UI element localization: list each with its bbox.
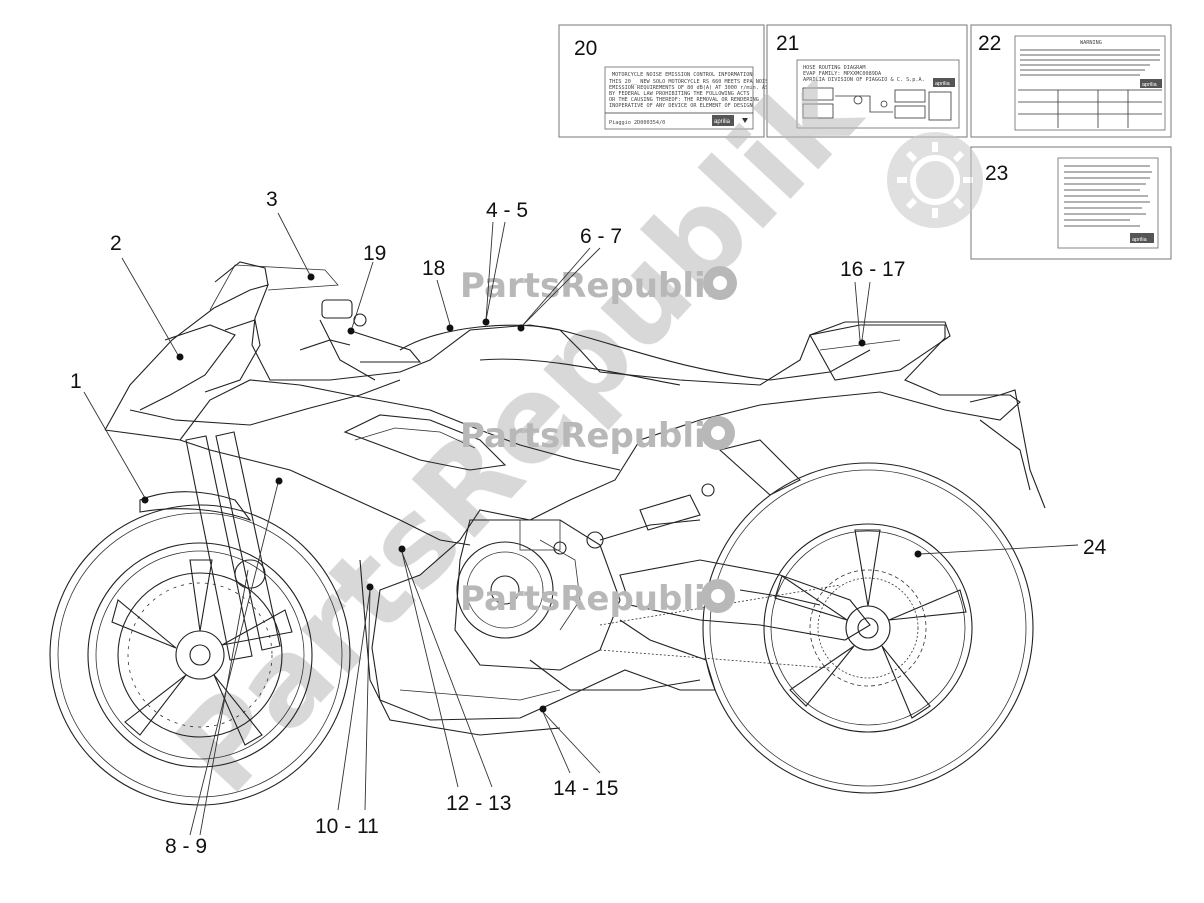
panel-number-21: 21 [776, 32, 799, 55]
callout-16-17[interactable]: 16 - 17 [840, 258, 905, 281]
watermark-logos: PartsRepublik PartsRepublik PartsRepubli… [460, 266, 737, 619]
motorcycle-drawing [49, 261, 1046, 806]
panel-20-line-4: BY FEDERAL LAW PROHIBITING THE FOLLOWING… [609, 91, 750, 97]
panel-20-line-2: THIS 20__ NEW SOLO MOTORCYCLE RS 660 MEE… [609, 79, 771, 85]
label-panel-20[interactable]: 20 MOTORCYCLE NOISE EMISSION CONTROL INF… [558, 24, 778, 138]
callout-19[interactable]: 19 [363, 242, 386, 265]
body-fairing [104, 261, 1046, 736]
rear-sprocket [817, 577, 919, 679]
panel-23-badge: aprilia [1132, 237, 1148, 243]
callout-14-15[interactable]: 14 - 15 [553, 777, 618, 800]
panel-20-badge: aprilia [714, 119, 731, 125]
watermark-text-1: PartsRepublik [460, 266, 730, 306]
panel-21-line-2: EVAP FAMILY: MPXXMC0089DA [803, 71, 882, 77]
watermark-logo-1: PartsRepublik [460, 266, 737, 306]
watermark-logo-2: PartsRepublik [460, 416, 735, 456]
watermark-text-3: PartsRepublik [460, 579, 730, 619]
swingarm [599, 439, 871, 641]
panel-number-20: 20 [574, 37, 597, 60]
callout-6-7[interactable]: 6 - 7 [580, 225, 622, 248]
panel-21-badge: aprilia [935, 81, 951, 87]
panel-21-line-1: HOSE ROUTING DIAGRAM [803, 65, 865, 71]
callout-12-13[interactable]: 12 - 13 [446, 792, 511, 815]
watermark-text-2: PartsRepublik [460, 416, 730, 456]
front-wheel [49, 504, 351, 806]
panel-20-line-6: INOPERATIVE OF ANY DEVICE OR ELEMENT OF … [609, 103, 753, 109]
callout-2[interactable]: 2 [110, 232, 122, 255]
engine [454, 519, 701, 691]
panel-20-line-3: EMISSION REQUIREMENTS OF 80 dB(A) AT 300… [609, 85, 778, 91]
watermark-logo-3: PartsRepublik [460, 579, 735, 619]
panel-22-badge: aprilia [1142, 82, 1158, 88]
label-panel-22[interactable]: 22 WARNING aprilia [970, 24, 1172, 138]
callout-10-11[interactable]: 10 - 11 [315, 815, 379, 838]
label-panel-23[interactable]: 23 aprilia [970, 146, 1172, 260]
rear-wheel [702, 462, 1034, 794]
gear-watermark-icon [887, 132, 983, 228]
panel-number-23: 23 [985, 162, 1008, 185]
callouts: 1 2 3 4 - 5 6 - 7 18 19 16 - 17 [70, 188, 1107, 858]
panel-21-line-3: APRILIA DIVISION OF PIAGGIO & C. S.p.A. [803, 77, 925, 83]
panel-number-22: 22 [978, 32, 1001, 55]
callout-3[interactable]: 3 [266, 188, 278, 211]
callout-1[interactable]: 1 [70, 370, 82, 393]
panel-20-line-5: OR THE CAUSING THEREOF: THE REMOVAL OR R… [609, 97, 759, 103]
panel-20-code: Piaggio 2D000354/0 [609, 120, 665, 126]
panel-20-line-1: MOTORCYCLE NOISE EMISSION CONTROL INFORM… [612, 72, 753, 78]
callout-8-9[interactable]: 8 - 9 [165, 835, 207, 858]
panel-22-line-1: WARNING [1080, 40, 1102, 46]
callout-24[interactable]: 24 [1083, 536, 1107, 559]
callout-4-5[interactable]: 4 - 5 [486, 199, 528, 222]
label-panel-21[interactable]: 21 HOSE ROUTING DIAGRAM EVAP FAMILY: MPX… [766, 24, 968, 138]
handlebar [299, 299, 422, 381]
callout-18[interactable]: 18 [422, 257, 445, 280]
